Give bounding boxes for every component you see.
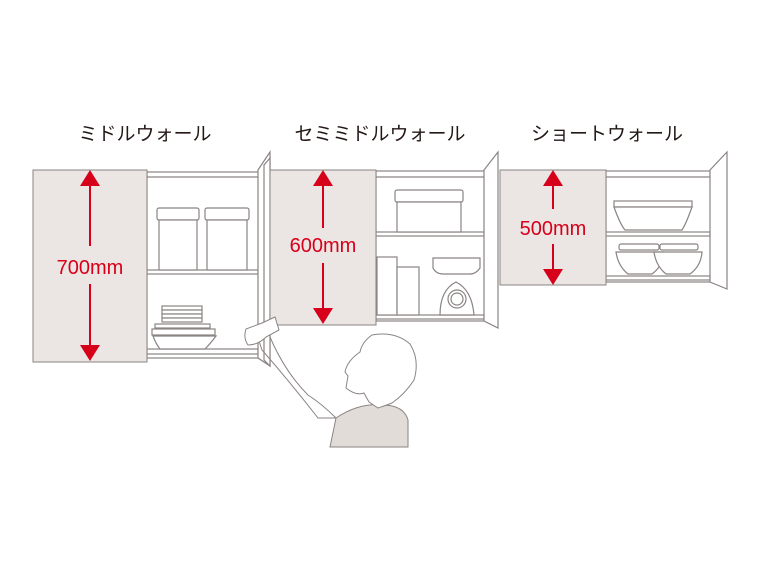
storage-box (394, 189, 464, 233)
cabinet-middle-wall: 700mm (32, 150, 271, 368)
title-middle-wall: ミドルウォール (78, 123, 211, 145)
person-illustration (244, 316, 417, 448)
title-short-wall: ショートウォール (531, 123, 683, 145)
height-arrow-700 (80, 170, 100, 361)
cabinet-semi-middle-wall: 600mm (263, 150, 499, 368)
height-label-600: 600mm (290, 235, 357, 257)
canisters (376, 256, 420, 316)
height-label-500: 500mm (520, 218, 587, 240)
open-door (709, 150, 728, 290)
cabinet-short-wall: 500mm (499, 150, 728, 290)
title-semi-middle-wall: セミミドルウォール (294, 123, 465, 145)
height-arrow-500 (543, 170, 563, 285)
jars (156, 207, 250, 271)
height-arrow-600 (313, 170, 333, 324)
open-door (483, 150, 499, 329)
height-label-700: 700mm (57, 257, 124, 279)
bowls (613, 200, 703, 275)
plates (151, 305, 218, 350)
kitchen-scale (432, 257, 481, 316)
